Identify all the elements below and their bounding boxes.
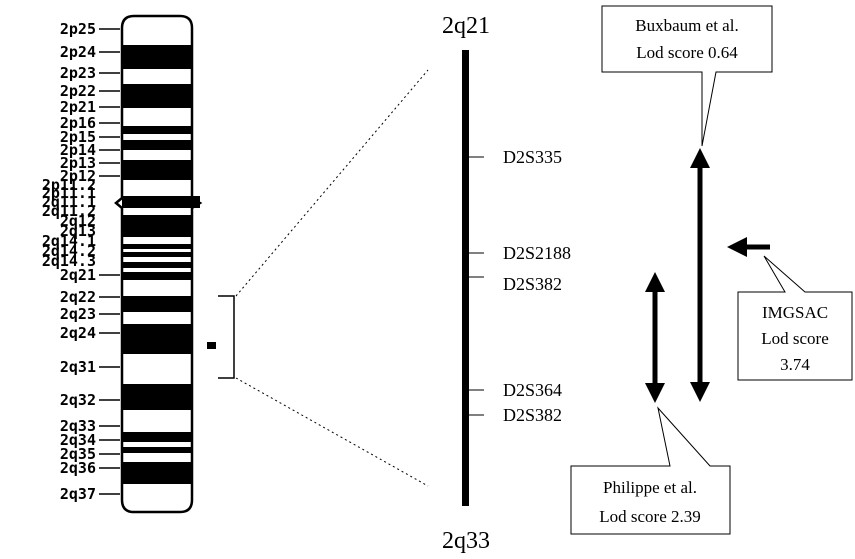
callout-imgsac: IMGSAC Lod score 3.74 [738,256,852,380]
callout-buxbaum-line2: Lod score 0.64 [636,43,738,62]
zoom-line-top [236,70,428,296]
callout-buxbaum: Buxbaum et al. Lod score 0.64 [602,6,772,146]
marker-label: D2S2188 [503,243,571,263]
marker-label: D2S364 [503,380,562,400]
marker-label: D2S382 [503,274,562,294]
band-label: 2p24 [60,43,96,61]
region-bottom-label: 2q33 [442,528,490,554]
band-label: 2p23 [60,64,96,82]
callout-imgsac-line2: Lod score [761,329,829,348]
band-label: 2q24 [60,324,96,342]
chromosome-ideogram [116,16,234,512]
band-label: 2q37 [60,485,96,503]
band-label: 2q32 [60,391,96,409]
callout-philippe-line2: Lod score 2.39 [599,507,701,526]
callout-imgsac-line1: IMGSAC [762,303,828,322]
region-indicator [207,342,216,349]
callout-buxbaum-line1: Buxbaum et al. [635,16,738,35]
marker-label: D2S382 [503,405,562,425]
region-top-label: 2q21 [442,13,490,39]
zoom-line-bottom [236,378,428,486]
region-bar [462,50,469,506]
expanded-region: 2q21 2q33 D2S335 D2S2188 D2S382 D2S364 D… [442,13,571,554]
band-label: 2q22 [60,288,96,306]
band-label: 2q31 [60,358,96,376]
ideogram-bands [122,45,200,484]
band-label: 2q21 [60,266,96,284]
callout-philippe-line1: Philippe et al. [603,478,697,497]
band-label: 2p25 [60,20,96,38]
marker-label: D2S335 [503,147,562,167]
callout-philippe: Philippe et al. Lod score 2.39 [571,408,730,534]
band-label: 2q36 [60,459,96,477]
band-label: 2q23 [60,305,96,323]
region-bracket [218,296,234,378]
band-labels: 2p25 2p24 2p23 2p22 2p21 2p16 2p15 2p14 … [42,20,120,503]
callout-imgsac-line3: 3.74 [780,355,810,374]
